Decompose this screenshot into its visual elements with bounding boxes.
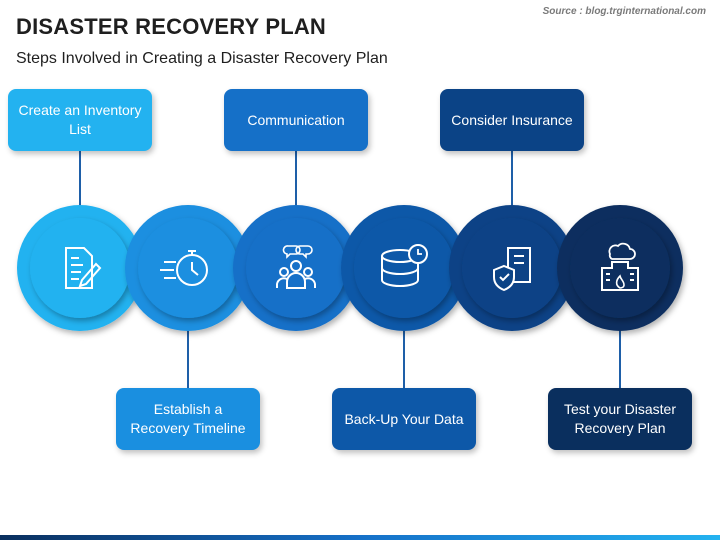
step-label-4: Back-Up Your Data	[332, 388, 476, 450]
database-clock-icon	[381, 244, 428, 287]
step-circle-4	[341, 205, 467, 331]
step-label-6: Test your Disaster Recovery Plan	[548, 388, 692, 450]
stopwatch-icon	[160, 250, 208, 286]
page-subtitle: Steps Involved in Creating a Disaster Re…	[16, 50, 388, 67]
step-circle-2	[125, 205, 251, 331]
shield-document-icon	[493, 247, 531, 292]
step-circle-5	[449, 205, 575, 331]
step-label-1: Create an Inventory List	[8, 89, 152, 151]
step-label-3: Communication	[224, 89, 368, 151]
source-credit: Source : blog.trginternational.com	[542, 6, 706, 17]
step-circle-1	[17, 205, 143, 331]
people-chat-icon	[276, 245, 316, 289]
step-label-5: Consider Insurance	[440, 89, 584, 151]
document-pen-icon	[65, 247, 102, 289]
page-title: DISASTER RECOVERY PLAN	[16, 14, 327, 39]
step-label-2: Establish a Recovery Timeline	[116, 388, 260, 450]
step-circle-3	[233, 205, 359, 331]
step-circle-6	[557, 205, 683, 331]
bottom-accent-bar	[0, 535, 720, 540]
building-cloud-icon	[601, 242, 639, 291]
